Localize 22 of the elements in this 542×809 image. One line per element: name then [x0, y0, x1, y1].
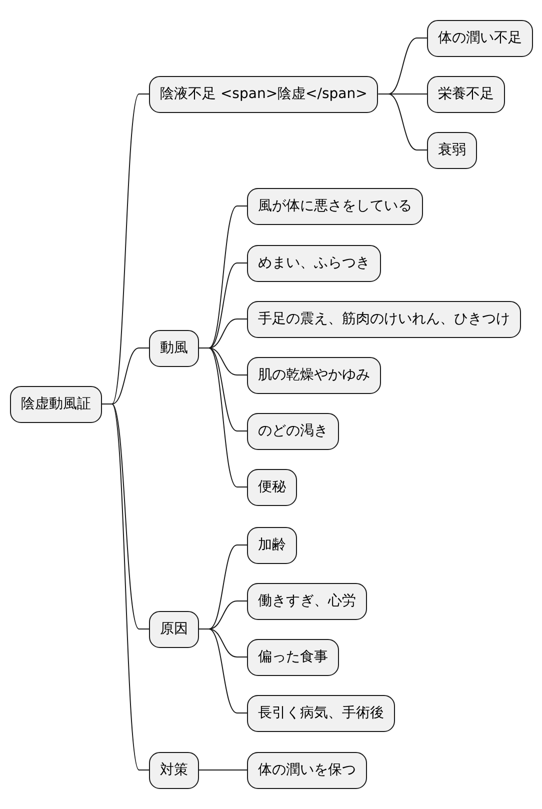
topic-box: 体の潤いを保つ: [247, 752, 367, 788]
connector-line: [198, 348, 248, 488]
topic-box: 陰液不足 <span>陰虚</span>: [149, 76, 378, 112]
topic-box: 栄養不足: [427, 76, 505, 112]
topic-box: 原因: [149, 610, 199, 648]
topic-box: 衰弱: [427, 132, 477, 168]
topic-box: 体の潤い不足: [427, 20, 533, 56]
topic-box: のどの渇き: [247, 412, 339, 450]
topic-box: 偏った食事: [247, 638, 339, 676]
connector-line: [198, 628, 248, 714]
topic-box: 手足の震え、筋肉のけいれん、ひきつけ: [247, 300, 521, 338]
topic-box: めまい、ふらつき: [247, 244, 381, 282]
topic-box: 動風: [149, 330, 199, 366]
connector-line: [378, 94, 428, 150]
topic-box: 対策: [149, 752, 199, 788]
topic-box: 便秘: [247, 468, 297, 506]
topic-box: 働きすぎ、心労: [247, 582, 367, 620]
topic-box: 長引く病気、手術後: [247, 694, 395, 732]
topic-box: 加齢: [247, 526, 297, 564]
root-topic-box: 陰虚動風証: [10, 386, 102, 422]
topic-box: 風が体に悪さをしている: [247, 188, 423, 224]
topic-box: 肌の乾燥やかゆみ: [247, 356, 381, 394]
